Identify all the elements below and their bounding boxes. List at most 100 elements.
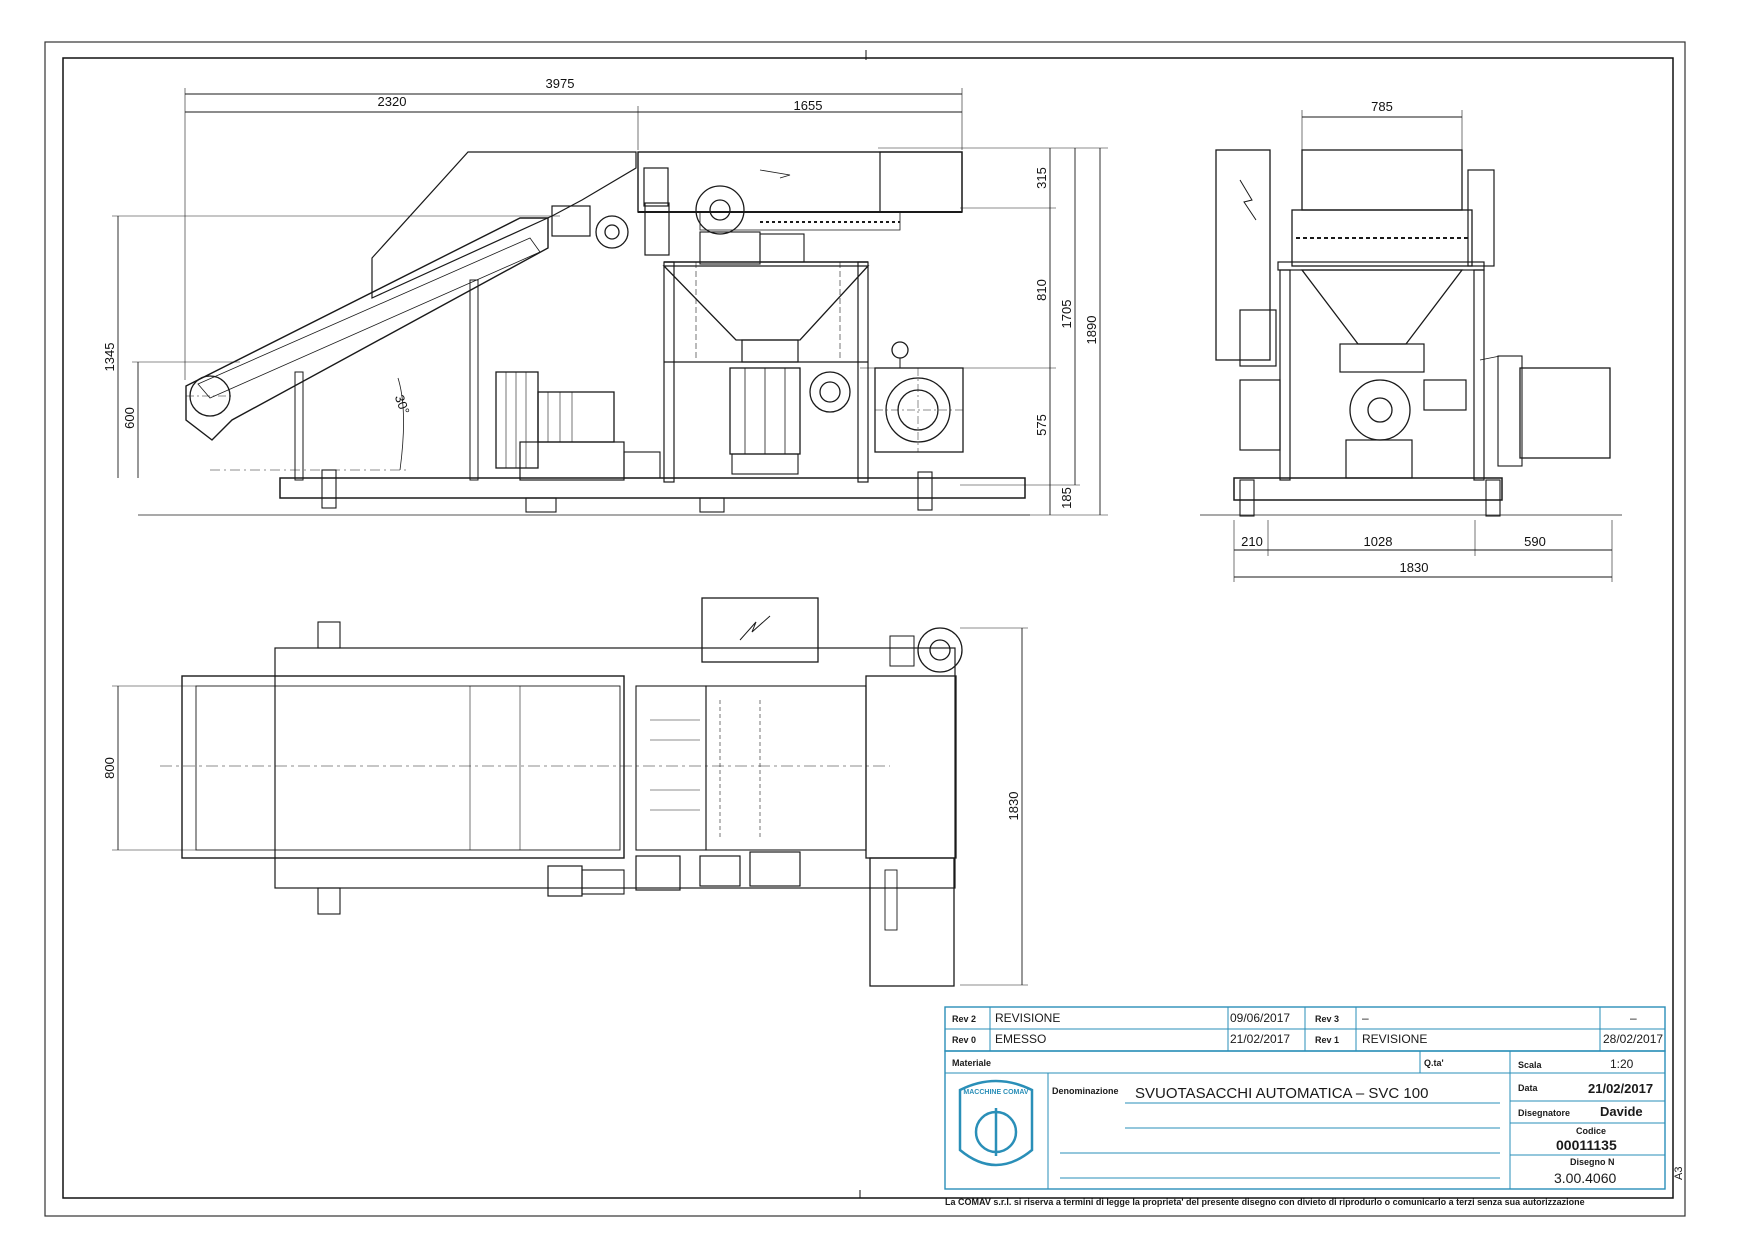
top-belt-inner — [195, 685, 621, 851]
main-title-block — [944, 1050, 1666, 1190]
dim-1028: 1028 — [1364, 534, 1393, 549]
side-view-dimensions: 3975 2320 1655 315 810 575 185 1705 1890… — [102, 76, 1099, 509]
dim-2320: 2320 — [378, 94, 407, 109]
dim-315: 315 — [1034, 167, 1049, 189]
side-view — [112, 88, 1108, 516]
chain-sprocket-left — [695, 185, 745, 235]
comb-block-right — [705, 685, 867, 851]
dim-185: 185 — [1059, 487, 1074, 509]
dim-600: 600 — [122, 407, 137, 429]
rev2-desc: REVISIONE — [995, 1011, 1060, 1025]
dim-590: 590 — [1524, 534, 1546, 549]
gear-motor-body — [644, 202, 670, 256]
top-motor-1-gear — [581, 869, 625, 895]
front-valve-hub — [1367, 397, 1393, 423]
top-fan-motor — [889, 635, 915, 667]
front-view — [1200, 110, 1622, 582]
drive-motor-upper — [551, 205, 591, 237]
logo-text: MACCHINE COMAV — [963, 1089, 1029, 1096]
top-motor-3 — [699, 855, 741, 887]
front-leg-left — [1279, 269, 1291, 481]
front-valve-base — [1345, 439, 1413, 479]
logo-shield — [958, 1079, 1034, 1167]
rev1-desc: REVISIONE — [1362, 1032, 1427, 1046]
inner-frame — [62, 57, 1674, 1199]
comb-block-left — [635, 685, 707, 851]
top-motor-1 — [547, 865, 583, 897]
base-frame — [279, 477, 1026, 499]
drawing-value: 3.00.4060 — [1554, 1170, 1616, 1186]
front-side-duct — [1519, 367, 1611, 459]
base-foot-4 — [917, 471, 933, 511]
drive-motor-shaft — [604, 224, 620, 240]
frame-leg-left — [663, 261, 675, 483]
rev2-date: 09/06/2017 — [1230, 1011, 1290, 1025]
hopper-outlet — [741, 339, 799, 363]
top-fan — [917, 627, 963, 673]
top-foot-upper — [317, 621, 341, 649]
code-label: Codice — [1576, 1126, 1606, 1136]
rotary-valve-base — [731, 453, 799, 475]
front-duct-flange — [1497, 355, 1523, 467]
rotary-valve-motor — [809, 371, 851, 413]
front-view-dimensions: 785 210 1028 590 1830 — [1241, 99, 1546, 575]
front-foot-right — [1485, 479, 1501, 517]
top-outlet-duct — [869, 857, 955, 987]
dim-3975: 3975 — [546, 76, 575, 91]
pump-housing — [495, 371, 539, 469]
angle-arc — [397, 377, 404, 471]
top-view — [112, 597, 1028, 987]
top-view-dimensions: 800 1830 — [102, 757, 1021, 820]
inclined-conveyor — [185, 217, 549, 441]
top-foot-lower — [317, 887, 341, 915]
denomination-label: Denominazione — [1052, 1086, 1119, 1096]
date-value: 21/02/2017 — [1588, 1081, 1653, 1096]
dim-1830-top: 1830 — [1006, 792, 1021, 821]
top-spring — [884, 869, 898, 931]
front-valve-rotor — [1349, 379, 1411, 441]
top-electrical-box — [701, 597, 819, 663]
top-frame-outline — [274, 647, 956, 889]
pump-outlet-duct — [623, 451, 661, 479]
dim-angle: 30° — [392, 393, 413, 417]
rev0-desc: EMESSO — [995, 1032, 1046, 1046]
material-label: Materiale — [952, 1058, 991, 1068]
dim-1830-front: 1830 — [1400, 560, 1429, 575]
dim-1345: 1345 — [102, 343, 117, 372]
front-hopper-top — [1301, 149, 1463, 211]
front-base-frame — [1233, 477, 1503, 501]
chain-track — [699, 211, 901, 231]
rev0-label: Rev 0 — [952, 1035, 976, 1045]
dim-785: 785 — [1371, 99, 1393, 114]
top-motor-2 — [635, 855, 681, 891]
gear-motor-left — [643, 167, 669, 207]
designer-label: Disegnatore — [1518, 1108, 1570, 1118]
top-belt-frame — [181, 675, 625, 859]
front-leg-right — [1473, 269, 1485, 481]
copyright-notice: La COMAV s.r.l. si riserva a termini di … — [945, 1197, 1585, 1207]
rev3-desc: – — [1362, 1011, 1369, 1025]
lightning-mark-top — [759, 169, 791, 179]
dim-810: 810 — [1034, 279, 1049, 301]
front-valve-flange — [1339, 343, 1425, 373]
top-lightning-icon — [739, 615, 771, 641]
rev2-label: Rev 2 — [952, 1014, 976, 1024]
rotary-valve-motor-hub — [819, 381, 841, 403]
base-foot-2 — [525, 497, 557, 513]
front-chain-box — [1291, 209, 1473, 267]
blower-top-fitting — [891, 341, 909, 359]
hopper-cone — [662, 265, 870, 341]
base-foot-3 — [699, 497, 725, 513]
designer-value: Davide — [1600, 1104, 1643, 1119]
dim-1655: 1655 — [794, 98, 823, 113]
drawing-label: Disegno N — [1570, 1157, 1615, 1167]
scale-label: Scala — [1518, 1060, 1543, 1070]
front-valve-motor — [1423, 379, 1467, 411]
qty-label: Q.ta' — [1424, 1058, 1444, 1068]
hopper-top-box — [879, 151, 963, 213]
conveyor-support-leg-1 — [294, 371, 304, 481]
front-blower-motor — [1239, 309, 1277, 367]
top-fan-hub — [929, 639, 951, 661]
base-foot-1 — [321, 469, 337, 509]
